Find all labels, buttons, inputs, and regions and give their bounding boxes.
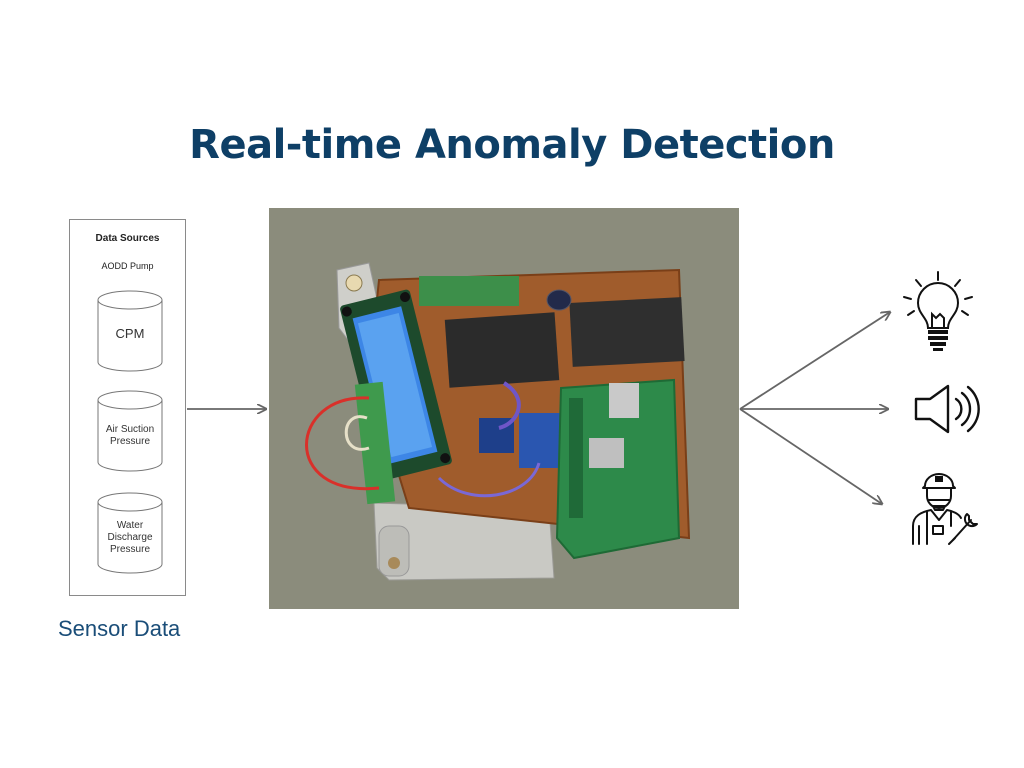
device-photo: [269, 208, 739, 609]
light-bulb-icon: [900, 270, 976, 359]
data-sources-subheading: AODD Pump: [101, 261, 154, 271]
air-suction-label: Air Suction Pressure: [105, 424, 155, 447]
sensor-data-label: Sensor Data: [58, 616, 181, 641]
technician-icon: [907, 470, 981, 551]
output-arrow-technician: [739, 408, 882, 504]
air-suction-cylinder: Air Suction Pressure: [97, 390, 163, 472]
page-title: Real-time Anomaly Detection: [189, 122, 835, 168]
data-sources-panel: Data Sources AODD Pump CPM Air Suction P…: [69, 219, 186, 596]
data-sources-heading: Data Sources: [95, 233, 160, 244]
speaker-icon: [912, 383, 980, 440]
water-discharge-cylinder: Water Discharge Pressure: [97, 492, 163, 574]
water-discharge-label: Water Discharge Pressure: [107, 520, 153, 555]
cpm-cylinder: CPM: [97, 290, 163, 372]
cpm-label: CPM: [115, 326, 145, 341]
output-arrow-light: [739, 312, 890, 410]
